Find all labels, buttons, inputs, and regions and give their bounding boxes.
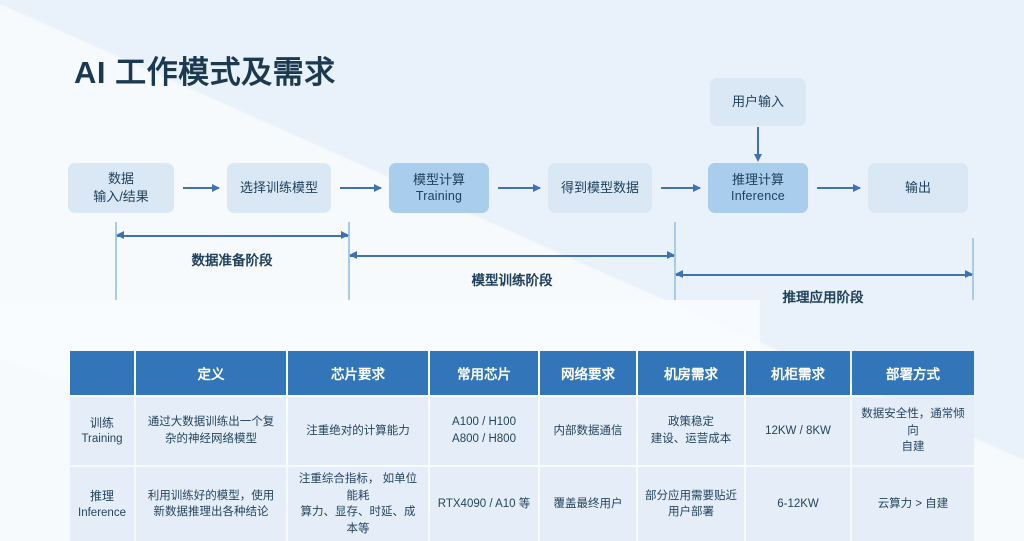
table-header-blank bbox=[70, 351, 134, 395]
phase-guide-line-3 bbox=[674, 222, 676, 300]
arrow-select-to-training-icon bbox=[340, 183, 382, 192]
flow-node-inference-compute[interactable]: 推理计算 Inference bbox=[708, 163, 808, 213]
flow-node-data-input[interactable]: 数据 输入/结果 bbox=[68, 163, 174, 213]
table-cell-deployment: 数据安全性，通常倾向 自建 bbox=[852, 397, 974, 465]
phase-guide-line-2 bbox=[348, 222, 350, 300]
table-header-row: 定义 芯片要求 常用芯片 网络要求 机房需求 机柜需求 部署方式 bbox=[70, 351, 974, 395]
flow-node-select-model[interactable]: 选择训练模型 bbox=[227, 163, 331, 213]
page-title: AI 工作模式及需求 bbox=[74, 55, 336, 90]
table-cell-deployment: 云算力 > 自建 bbox=[852, 467, 974, 541]
flow-node-data-input-line1: 数据 bbox=[107, 171, 134, 187]
phase-span-model-training-icon bbox=[349, 252, 675, 259]
flow-node-model-compute-line1: 模型计算 bbox=[412, 171, 465, 187]
flow-node-output[interactable]: 输出 bbox=[868, 163, 968, 213]
table-cell-common-chips: RTX4090 / A10 等 bbox=[430, 467, 538, 541]
table-cell-definition: 利用训练好的模型，使用 新数据推理出各种结论 bbox=[136, 467, 286, 541]
flow-node-user-input[interactable]: 用户输入 bbox=[710, 78, 806, 126]
table-cell-rack: 12KW / 8KW bbox=[746, 397, 850, 465]
flow-node-model-data-label: 得到模型数据 bbox=[560, 180, 639, 196]
flow-node-inference-compute-line2: Inference bbox=[731, 189, 785, 204]
table-header-deployment: 部署方式 bbox=[852, 351, 974, 395]
flow-node-select-model-label: 选择训练模型 bbox=[239, 180, 318, 196]
phase-span-inference-app-icon bbox=[675, 271, 973, 278]
flow-node-inference-compute-line1: 推理计算 bbox=[731, 171, 784, 187]
flow-node-model-compute-line2: Training bbox=[415, 189, 463, 204]
flow-node-model-compute[interactable]: 模型计算 Training bbox=[389, 163, 489, 213]
arrow-inference-to-output-icon bbox=[817, 183, 861, 192]
flow-node-output-label: 输出 bbox=[904, 180, 931, 196]
table-row: 训练 Training 通过大数据训练出一个复 杂的神经网络模型 注重绝对的计算… bbox=[70, 397, 974, 465]
table-cell-chip-requirement: 注重绝对的计算能力 bbox=[288, 397, 428, 465]
phase-label-inference-app: 推理应用阶段 bbox=[782, 290, 864, 305]
arrow-training-to-data-icon bbox=[498, 183, 541, 192]
arrow-userinput-to-inference-icon bbox=[753, 127, 762, 162]
table-cell-definition: 通过大数据训练出一个复 杂的神经网络模型 bbox=[136, 397, 286, 465]
row-label-cn: 推理 bbox=[89, 488, 114, 503]
table-row: 推理 Inference 利用训练好的模型，使用 新数据推理出各种结论 注重综合… bbox=[70, 467, 974, 541]
table-header-datacenter: 机房需求 bbox=[638, 351, 744, 395]
row-label-en: Inference bbox=[78, 506, 126, 519]
table-cell-rack: 6-12KW bbox=[746, 467, 850, 541]
arrow-data-to-select-icon bbox=[183, 183, 220, 192]
table-cell-network: 覆盖最终用户 bbox=[540, 467, 636, 541]
comparison-table: 定义 芯片要求 常用芯片 网络要求 机房需求 机柜需求 部署方式 训练 Trai… bbox=[68, 349, 976, 541]
row-label-en: Training bbox=[81, 433, 123, 446]
table-cell-row-label: 推理 Inference bbox=[70, 467, 134, 541]
table-header-definition: 定义 bbox=[136, 351, 286, 395]
phase-guide-line-1 bbox=[115, 222, 117, 300]
table-header-common-chip: 常用芯片 bbox=[430, 351, 538, 395]
table-header-rack: 机柜需求 bbox=[746, 351, 850, 395]
phase-label-data-prep: 数据准备阶段 bbox=[191, 253, 273, 268]
flow-node-user-input-label: 用户输入 bbox=[731, 94, 784, 110]
table-cell-common-chips: A100 / H100 A800 / H800 bbox=[430, 397, 538, 465]
table-header-network: 网络要求 bbox=[540, 351, 636, 395]
phase-guide-line-4 bbox=[972, 238, 974, 300]
table-cell-datacenter: 部分应用需要贴近 用户部署 bbox=[638, 467, 744, 541]
flow-node-data-input-line2: 输入/结果 bbox=[93, 189, 149, 204]
table-cell-row-label: 训练 Training bbox=[70, 397, 134, 465]
table-cell-chip-requirement: 注重综合指标， 如单位能耗 算力、显存、时延、成本等 bbox=[288, 467, 428, 541]
phase-span-data-prep-icon bbox=[116, 232, 349, 239]
table-header-chip-req: 芯片要求 bbox=[288, 351, 428, 395]
table-cell-datacenter: 政策稳定 建设、运营成本 bbox=[638, 397, 744, 465]
row-label-cn: 训练 bbox=[89, 415, 114, 430]
arrow-data-to-inference-icon bbox=[661, 183, 701, 192]
table-cell-network: 内部数据通信 bbox=[540, 397, 636, 465]
flow-node-model-data[interactable]: 得到模型数据 bbox=[548, 163, 652, 213]
phase-label-model-training: 模型训练阶段 bbox=[471, 273, 553, 288]
